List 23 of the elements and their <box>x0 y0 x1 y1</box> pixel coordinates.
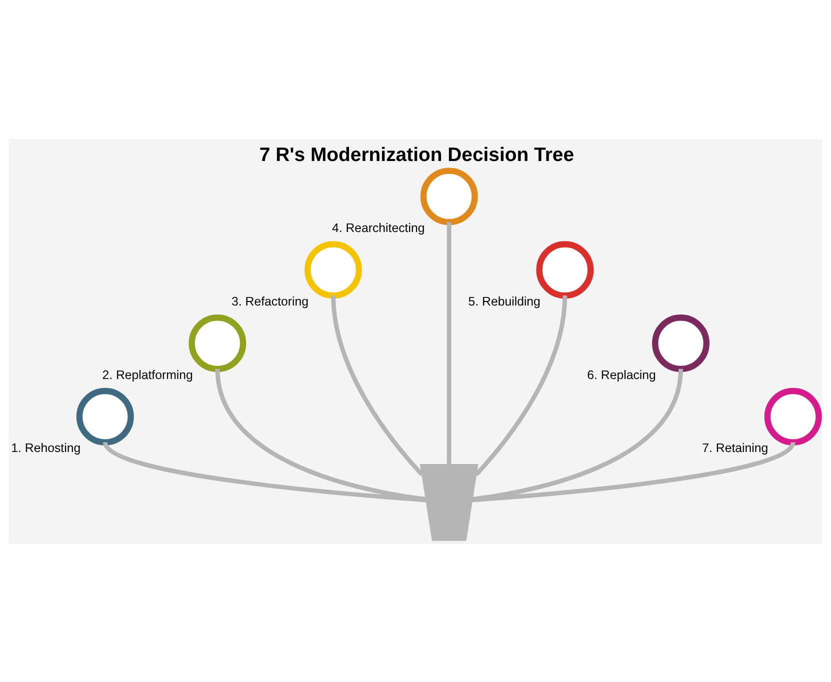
connector <box>474 294 568 476</box>
node-circle <box>420 167 478 225</box>
node-circle <box>304 240 362 298</box>
node-label: 7. Retaining <box>702 440 768 455</box>
connector <box>331 294 424 476</box>
node-label: 6. Replacing <box>587 367 656 382</box>
connector <box>103 440 426 502</box>
connector <box>472 368 683 501</box>
node-circle <box>76 387 134 445</box>
connector <box>215 368 426 501</box>
node-circle <box>188 314 246 372</box>
node-circle <box>536 240 594 298</box>
diagram-title: 7 R's Modernization Decision Tree <box>259 143 574 166</box>
node-label: 1. Rehosting <box>11 440 81 455</box>
node-label: 3. Refactoring <box>232 294 309 308</box>
connector <box>472 440 795 502</box>
node-label: 4. Rearchitecting <box>332 220 425 235</box>
connector <box>446 222 452 464</box>
node-circle <box>764 387 822 445</box>
node-circle <box>652 314 710 372</box>
node-label: 2. Replatforming <box>102 367 193 382</box>
node-label: 5. Rebuilding <box>468 294 540 308</box>
node-picture <box>420 463 478 540</box>
